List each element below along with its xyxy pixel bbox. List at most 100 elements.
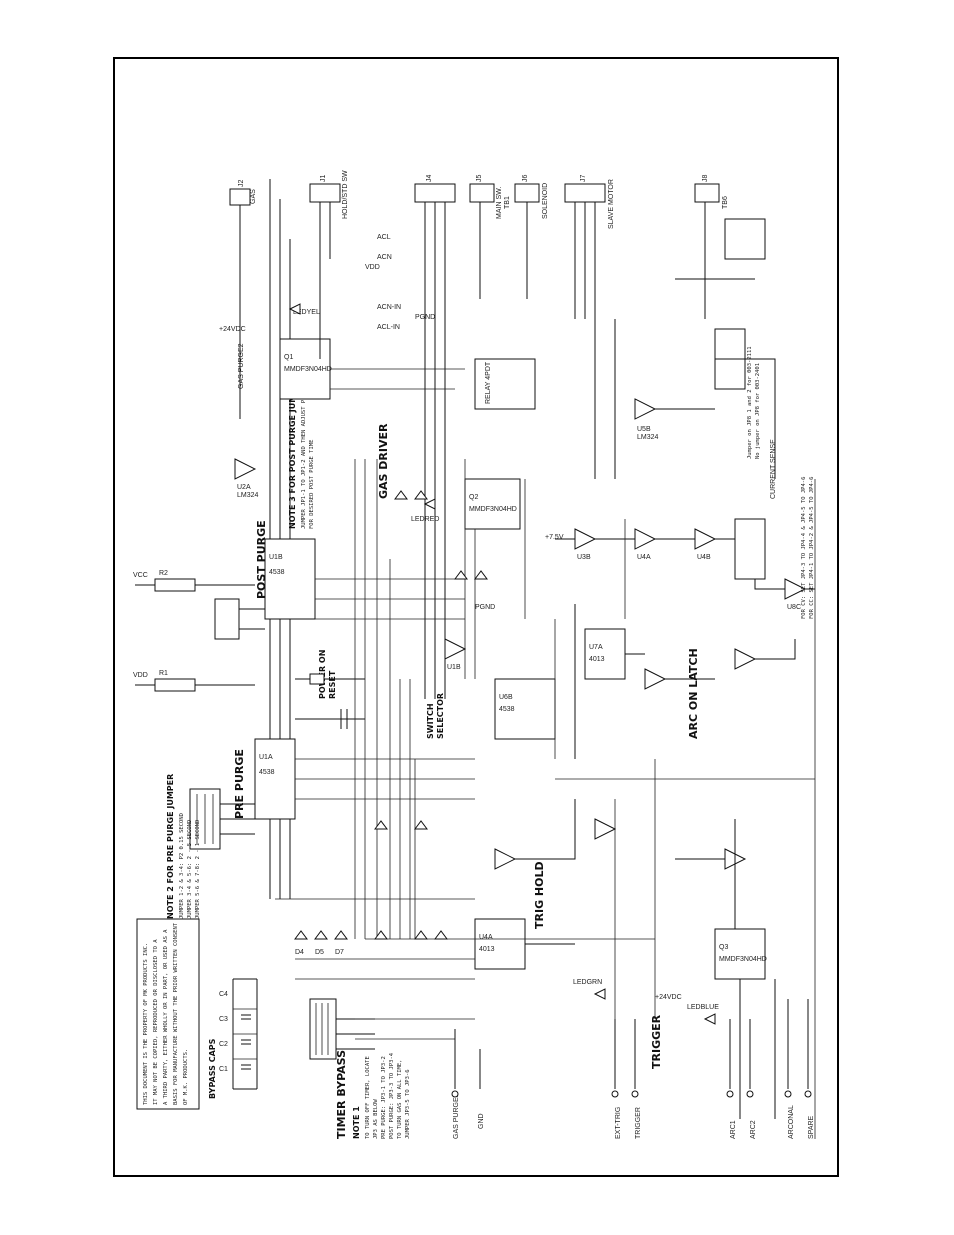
diode-label: D4 [295, 949, 304, 956]
relay: RELAY 4PDT [474, 218, 766, 410]
net-label: PGND [415, 314, 435, 321]
notice-line: A THIRD PARTY, EITHER WHOLLY OR IN PART,… [163, 929, 169, 1105]
connector-label: J7 [580, 175, 587, 183]
power-on-reset-block: POWER ON RESET [295, 650, 365, 729]
net-label: PGND [475, 604, 495, 611]
ic-part: 4538 [269, 569, 285, 576]
diode-label: D5 [315, 949, 324, 956]
ic-label: U4B [697, 554, 711, 561]
net-label: ACN [377, 254, 392, 261]
resistor-label: R2 [159, 570, 168, 577]
note-2-line: JUMPER 1-2 & 3-4: P2 0.15 SECOND [179, 813, 185, 919]
jp8-note-line: Jumper on JP8 1 and 2 for 003-2111 [747, 346, 753, 459]
current-sense-title: CURRENT SENSE [770, 439, 777, 499]
por-title-2: RESET [328, 670, 337, 699]
trigger-title: TRIGGER [650, 1014, 663, 1069]
pre-purge-block: PRE PURGE U1A 4538 NOTE 2 FOR PRE PURGE … [166, 738, 296, 919]
ic-label: U8C [787, 604, 801, 611]
net-label: +24VDC [655, 994, 682, 1001]
ic-label: U7A [589, 644, 603, 651]
transistor-part: MMDF3N04HD [469, 506, 517, 513]
ic-label: U4A [479, 934, 493, 941]
net-label: VCC [133, 572, 148, 579]
note-1-line: TO TURN GAS ON ALL TIME, [397, 1060, 403, 1139]
gas-driver-block: GAS DRIVER Q1 MMDF3N04HD GAS PURGE2 LEDY… [234, 303, 390, 499]
note-3-line: JUMPER JP1-1 TO JP1-2 AND THEN ADJUST P2 [301, 397, 307, 529]
trig-hold-title: TRIG HOLD [533, 861, 546, 929]
transistor-label: Q1 [284, 354, 293, 361]
mid-wires [275, 368, 816, 1139]
connector-label: J2 [238, 180, 245, 188]
jp8-note-line: No jumper on JP8 for 003-2401 [755, 363, 761, 459]
notice-line: IT MAY NOT BE COPIED, REPRODUCED OR DISC… [153, 939, 159, 1105]
ic-label: U5B [637, 426, 651, 433]
connector-label: TB6 [722, 196, 729, 209]
ic-label: U1B [269, 554, 283, 561]
net-label: VDD [133, 672, 148, 679]
ic-part: 4538 [499, 706, 515, 713]
q2-block: Q2 MMDF3N04HD LEDRED [411, 478, 521, 530]
cap-label: C1 [219, 1066, 228, 1073]
cap-label: C2 [219, 1041, 228, 1048]
comparator-row: U3B U4A U4B U8C [555, 528, 815, 611]
bottom-net-labels: GAS PURGE1 GND EXT-TRIG TRIGGER ARC1 ARC… [451, 999, 815, 1139]
note-1-line: PRE PURGE: JP3-1 TO JP3-2 [381, 1056, 387, 1139]
net-label: ARC2 [750, 1120, 757, 1139]
note-1-line: POST PURGE: JP3-3 TO JP3-4 [389, 1052, 395, 1139]
ic-part: 4013 [589, 656, 605, 663]
note-2-title: NOTE 2 FOR PRE PURGE JUMPER [166, 774, 175, 919]
ic-part: LM324 [637, 434, 659, 441]
connector-label: TB1 [504, 196, 511, 209]
net-label: EXT-TRIG [615, 1107, 622, 1139]
net-label: TRIGGER [635, 1107, 642, 1139]
trigger-block: TRIGGER Q3 MMDF3N04HD LEDBLUE LEDGRN [573, 819, 776, 1119]
switch-selector-1: SWITCH [426, 703, 435, 739]
notice-line: OF M.K. PRODUCTS. [183, 1049, 189, 1105]
arc-on-latch-block: ARC ON LATCH U7A 4013 [574, 604, 796, 759]
resistor-label: R1 [159, 670, 168, 677]
connector-wires [239, 202, 706, 699]
motor-sense-block: U5B LM324 CURRENT SENSE Jumper on JP8 1 … [594, 278, 815, 619]
copyright-notice: THIS DOCUMENT IS THE PROPERTY OF MK PROD… [136, 918, 200, 1110]
net-label: GAS PURGE1 [453, 1093, 460, 1139]
net-label: ACN-IN [377, 304, 401, 311]
gas-driver-title: GAS DRIVER [377, 423, 390, 499]
ic-part: 4538 [259, 769, 275, 776]
note-1-line: TO TURN OFF TIMER, LOCATE [365, 1056, 371, 1139]
transistor-part: MMDF3N04HD [284, 366, 332, 373]
switch-selector-2: SELECTOR [436, 693, 445, 739]
notice-line: THIS DOCUMENT IS THE PROPERTY OF MK PROD… [143, 943, 149, 1105]
connector-label: J6 [522, 175, 529, 183]
note-1-line: JUMPER JP3-5 TO JP3-6 [405, 1069, 411, 1139]
jp4-note-line: FOR CV: SET JP4-3 TO JP4-4 & JP4-5 TO JP… [801, 477, 807, 619]
arc-on-latch-title: ARC ON LATCH [687, 648, 700, 739]
net-label: ARCONAL [788, 1105, 795, 1139]
pre-purge-pot: VDD VCC R1 R2 [133, 570, 255, 692]
transistor-label: Q2 [469, 494, 478, 501]
connector-name: GAS [250, 189, 257, 204]
supply-labels: VDD +24VDC +7.5V PGND PGND +24VDC [219, 264, 682, 1001]
cap-label: C4 [219, 991, 228, 998]
post-purge-block: POST PURGE U1B 4538 NOTE 3 FOR POST PURG… [214, 377, 316, 640]
net-label: SPARE [808, 1115, 815, 1139]
connector-label: J8 [702, 175, 709, 183]
bypass-caps-block: BYPASS CAPS C1 C2 C3 C4 [208, 978, 258, 1099]
switch-selector-block: SWITCH SELECTOR U6B 4538 U1B [426, 638, 556, 740]
note-3-title: NOTE 3 FOR POST PURGE JUMPER [288, 377, 297, 529]
ic-label: U2A [237, 484, 251, 491]
net-label: VDD [365, 264, 380, 271]
led-label: LEDBLUE [687, 1004, 719, 1011]
diode-row: D4 D5 D7 [294, 490, 488, 956]
transistor-label: Q3 [719, 944, 728, 951]
connector-name: HOLD/STD SW [342, 170, 349, 219]
ic-part: LM324 [237, 492, 259, 499]
notice-line: BASIS FOR MANUFACTURE WITHOUT THE PRIOR … [173, 922, 179, 1105]
net-label: GND [478, 1113, 485, 1129]
top-connectors: J2 GAS J1 HOLD/STD SW J4 J5 MAIN SW. TB1… [229, 170, 729, 229]
net-label: GAS PURGE2 [238, 343, 245, 389]
connector-name: SOLENOID [542, 183, 549, 219]
relay-label: RELAY 4PDT [485, 361, 492, 404]
schematic-diagram: THIS DOCUMENT IS THE PROPERTY OF MK PROD… [133, 170, 816, 1139]
note-1-line: JP3 AS BELOW [373, 1099, 379, 1139]
led-label: LEDGRN [573, 979, 602, 986]
